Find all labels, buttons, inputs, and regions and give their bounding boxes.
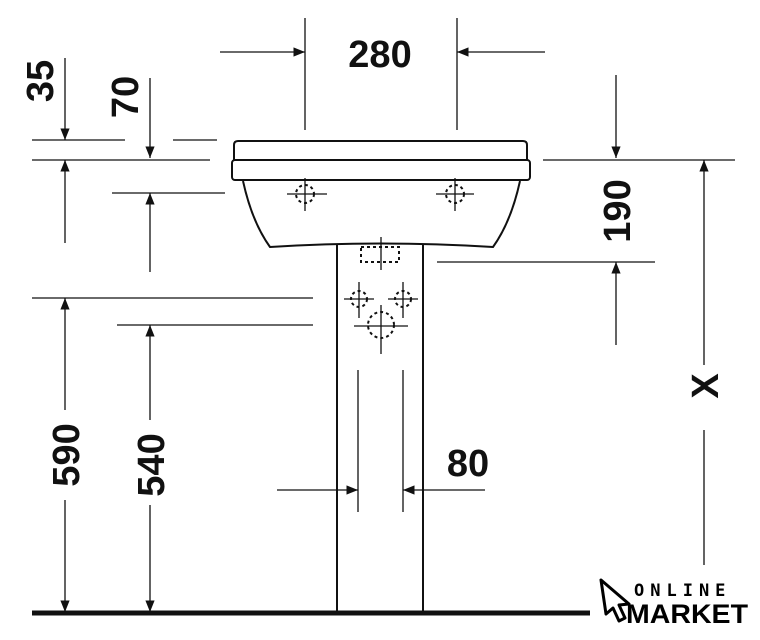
dim-540: 540: [131, 433, 173, 496]
cursor-icon: [599, 578, 631, 623]
pedestal: [336, 245, 424, 612]
online-market-logo: ONLINE MARKET: [599, 578, 749, 629]
logo-line1: ONLINE: [634, 581, 731, 601]
logo-line2: MARKET: [626, 599, 749, 629]
tap-hole-right: [436, 178, 474, 211]
dimension-arrows: [60, 47, 709, 612]
dim-70: 70: [105, 76, 147, 118]
tap-hole-left: [287, 178, 327, 211]
dim-190: 190: [597, 179, 639, 242]
dim-35: 35: [20, 60, 62, 102]
dim-80: 80: [447, 443, 489, 485]
waste-outlets: [344, 237, 418, 354]
dim-x: X: [685, 373, 727, 399]
dim-590: 590: [46, 423, 88, 486]
basin: [231, 140, 531, 249]
dim-280: 280: [348, 34, 411, 76]
